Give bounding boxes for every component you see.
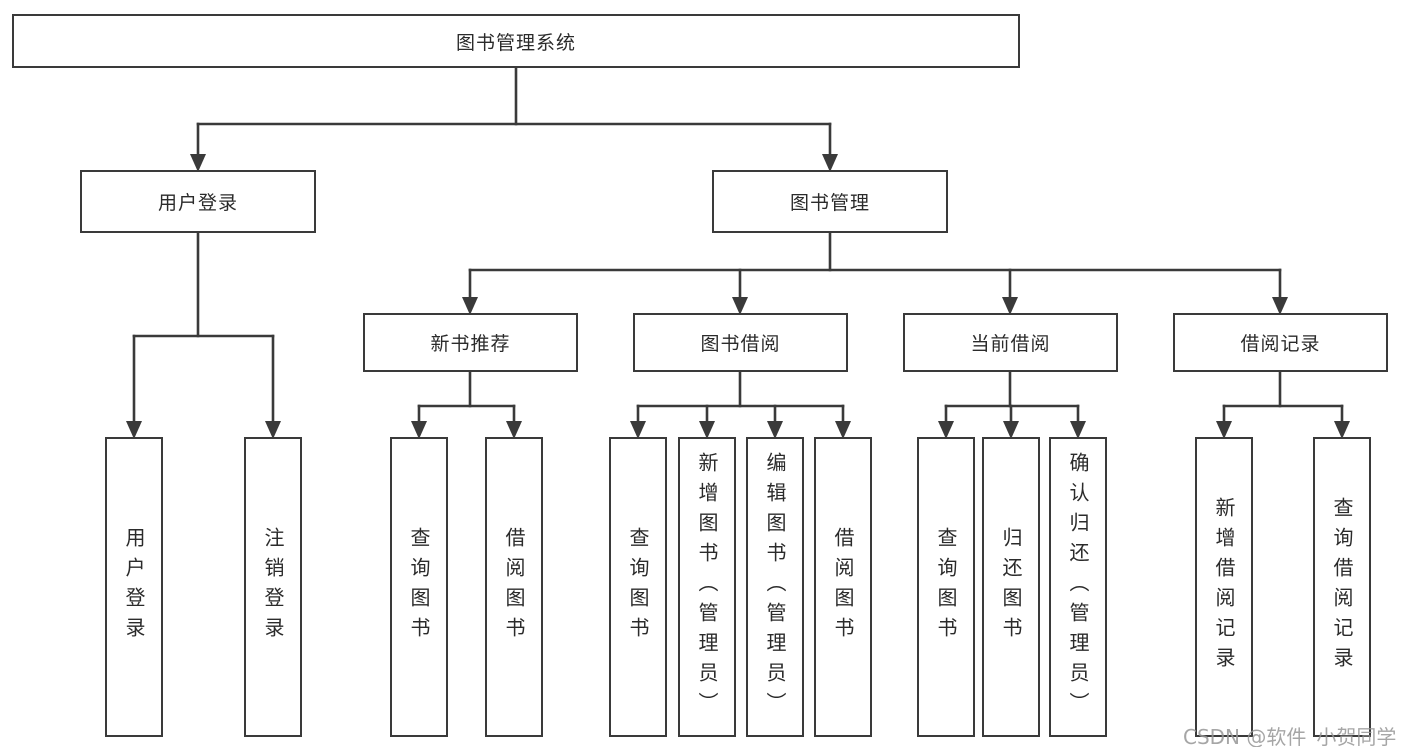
leaf-edit-book-admin-label: 编辑图书（管理员） xyxy=(763,452,787,722)
node-user-login: 用户登录 xyxy=(80,170,316,233)
leaf-user-login-label: 用户登录 xyxy=(122,527,146,647)
node-root: 图书管理系统 xyxy=(12,14,1020,68)
leaf-user-login: 用户登录 xyxy=(105,437,163,737)
node-current-borrow-label: 当前借阅 xyxy=(970,333,1051,355)
node-user-login-label: 用户登录 xyxy=(157,192,238,214)
leaf-confirm-return-admin: 确认归还（管理员） xyxy=(1049,437,1107,737)
node-current-borrow: 当前借阅 xyxy=(903,313,1118,372)
leaf-borrow-books: 借阅图书 xyxy=(814,437,872,737)
node-book-management: 图书管理 xyxy=(712,170,948,233)
node-root-label: 图书管理系统 xyxy=(455,31,576,54)
leaf-add-book-admin-label: 新增图书（管理员） xyxy=(695,452,719,722)
leaf-query-books-borrow: 查询图书 xyxy=(609,437,667,737)
node-book-borrow-label: 图书借阅 xyxy=(700,333,781,355)
leaf-query-borrow-record-label: 查询借阅记录 xyxy=(1330,497,1354,677)
leaf-borrow-books-recommend-label: 借阅图书 xyxy=(502,527,526,647)
node-borrow-records: 借阅记录 xyxy=(1173,313,1388,372)
watermark: CSDN @软件_小贺同学 xyxy=(1183,725,1397,747)
leaf-edit-book-admin: 编辑图书（管理员） xyxy=(746,437,804,737)
leaf-borrow-books-label: 借阅图书 xyxy=(831,527,855,647)
node-book-management-label: 图书管理 xyxy=(789,192,870,214)
leaf-query-books-current-label: 查询图书 xyxy=(934,527,958,647)
node-book-borrow: 图书借阅 xyxy=(633,313,848,372)
leaf-logout: 注销登录 xyxy=(244,437,302,737)
node-new-book-recommend-label: 新书推荐 xyxy=(430,333,511,355)
leaf-borrow-books-recommend: 借阅图书 xyxy=(485,437,543,737)
node-new-book-recommend: 新书推荐 xyxy=(363,313,578,372)
leaf-query-books-current: 查询图书 xyxy=(917,437,975,737)
leaf-query-books-recommend: 查询图书 xyxy=(390,437,448,737)
leaf-logout-label: 注销登录 xyxy=(261,527,285,647)
leaf-return-book: 归还图书 xyxy=(982,437,1040,737)
leaf-query-books-recommend-label: 查询图书 xyxy=(407,527,431,647)
leaf-add-borrow-record-label: 新增借阅记录 xyxy=(1212,497,1236,677)
leaf-add-book-admin: 新增图书（管理员） xyxy=(678,437,736,737)
leaf-confirm-return-admin-label: 确认归还（管理员） xyxy=(1066,452,1090,722)
leaf-query-books-borrow-label: 查询图书 xyxy=(626,527,650,647)
leaf-add-borrow-record: 新增借阅记录 xyxy=(1195,437,1253,737)
node-borrow-records-label: 借阅记录 xyxy=(1240,333,1321,355)
leaf-return-book-label: 归还图书 xyxy=(999,527,1023,647)
leaf-query-borrow-record: 查询借阅记录 xyxy=(1313,437,1371,737)
